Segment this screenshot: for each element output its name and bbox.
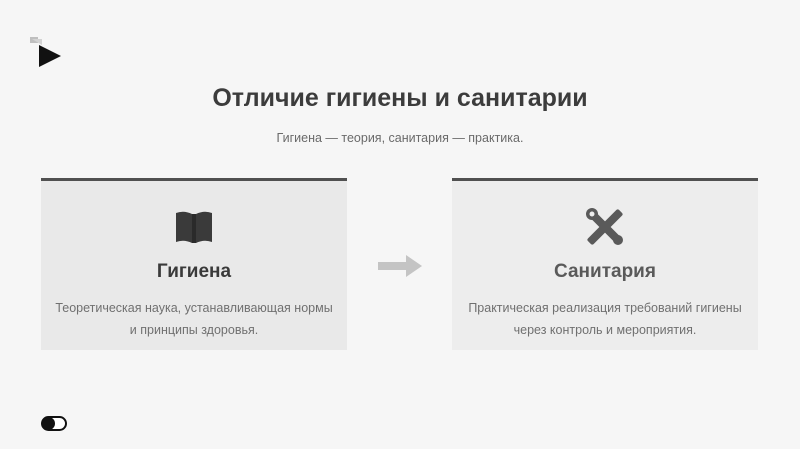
page-subtitle: Гигиена — теория, санитария — практика.: [276, 131, 524, 145]
card-text: Теоретическая наука, устанавливающая нор…: [55, 301, 333, 337]
card-hygiene: Гигиена Теоретическая наука, устанавлива…: [41, 178, 347, 350]
card-title: Гигиена: [156, 261, 232, 282]
play-icon[interactable]: [30, 37, 66, 71]
page-title: Отличие гигиены и санитарии: [212, 84, 588, 112]
toggle-icon[interactable]: [41, 416, 67, 431]
arrow-right-icon: [378, 255, 422, 277]
book-icon: [176, 211, 212, 243]
tools-icon: [586, 208, 623, 245]
card-sanitation: Санитария Практическая реализация требов…: [452, 178, 758, 350]
card-text: Практическая реализация требований гигие…: [468, 301, 742, 337]
card-title: Санитария: [554, 261, 656, 282]
